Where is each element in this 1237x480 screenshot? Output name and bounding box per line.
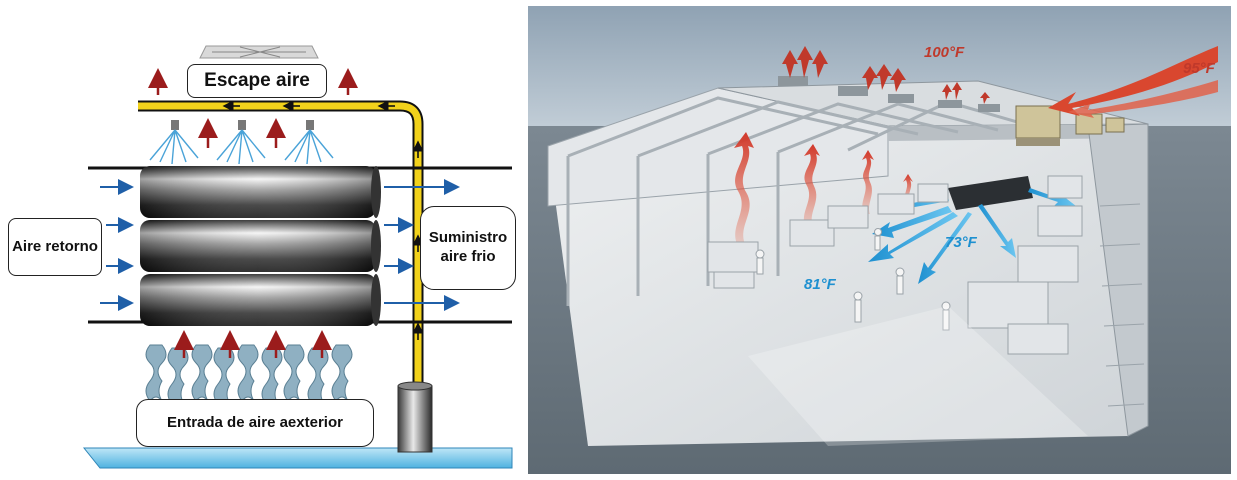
cool-air-duct bbox=[948, 176, 1033, 210]
exhaust-air-label: Escape aire bbox=[187, 64, 327, 98]
warehouse-cooling-illustration: 100°F 95°F 73°F 81°F bbox=[528, 6, 1231, 474]
cool-air-arrows bbox=[868, 188, 1076, 284]
media-cylinder-1 bbox=[140, 166, 381, 218]
intake-arrows bbox=[174, 330, 332, 358]
cold-supply-label: Suministro aire frio bbox=[420, 206, 516, 290]
media-cylinder-3 bbox=[140, 274, 381, 326]
spray-nozzle-icon bbox=[216, 120, 266, 165]
spray-nozzles bbox=[149, 118, 334, 165]
outdoor-air-wisps bbox=[145, 344, 353, 405]
outflow-arrows bbox=[384, 179, 460, 311]
water-pipe bbox=[138, 100, 424, 390]
cooler-schematic-svg bbox=[82, 45, 513, 469]
roof-cooler-units bbox=[1015, 105, 1125, 146]
factory-machines bbox=[707, 175, 1083, 355]
exhaust-fan-icon bbox=[199, 45, 319, 59]
workers bbox=[755, 228, 951, 331]
warehouse-side-wall bbox=[1087, 123, 1149, 437]
water-basin bbox=[82, 447, 513, 469]
warehouse-svg bbox=[528, 6, 1231, 474]
spray-nozzle-icon bbox=[284, 120, 334, 165]
inflow-arrows bbox=[100, 179, 134, 311]
outside-air-inflow bbox=[1048, 46, 1218, 118]
ridge-vents bbox=[778, 76, 1000, 112]
roof-temp-label: 100°F bbox=[924, 44, 965, 61]
cooling-media-pads bbox=[140, 166, 381, 326]
evaporative-cooler-diagram: Escape aire Aire retorno Suministro aire… bbox=[0, 0, 520, 480]
spray-nozzle-icon bbox=[149, 120, 199, 165]
return-air-label: Aire retorno bbox=[8, 218, 102, 276]
outside-temp-label: 95°F bbox=[1183, 60, 1215, 77]
media-cylinder-2 bbox=[140, 220, 381, 272]
roof-trusses bbox=[566, 96, 1039, 306]
outdoor-intake-label: Entrada de aire aexterior bbox=[136, 399, 374, 447]
roof-heat-arrows bbox=[782, 46, 990, 104]
floor-temp-label: 81°F bbox=[804, 276, 836, 293]
cooled-temp-label: 73°F bbox=[945, 234, 977, 251]
pump-icon bbox=[397, 381, 433, 453]
